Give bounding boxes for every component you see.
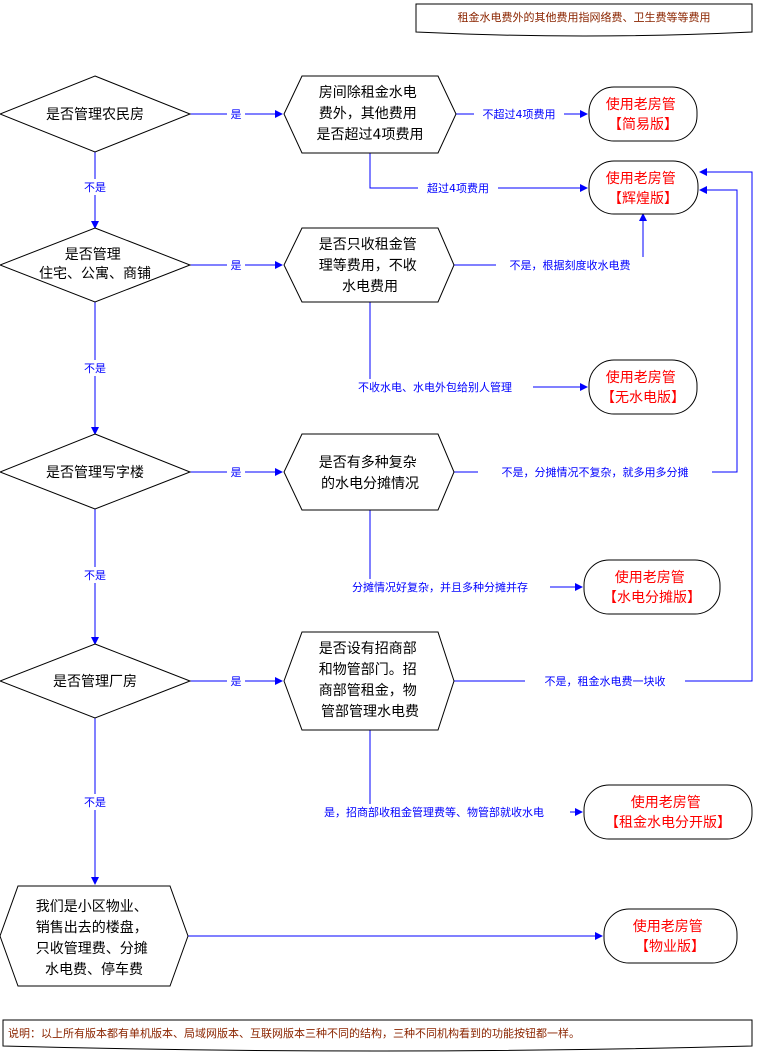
decision-residential: 是否管理 住宅、公寓、商铺 <box>0 227 192 303</box>
result-split-edition: 使用老房管 【水电分摊版】 <box>583 559 721 615</box>
result-no-water-edition: 使用老房管 【无水电版】 <box>588 359 698 415</box>
result-brilliant-edition-text: 使用老房管 【辉煌版】 <box>606 170 680 207</box>
edge-label-separate: 是，招商部收租金管理费等、物管部就收水电 <box>298 804 570 820</box>
result-separate-edition: 使用老房管 【租金水电分开版】 <box>583 784 753 840</box>
question-fees-over-4: 房间除租金水电 费外，其他费用 是否超过4项费用 <box>283 75 457 154</box>
question-community-property-text: 我们是小区物业、 销售出去的楼盘， 只收管理费、分摊 水电费、停车费 <box>36 899 152 978</box>
question-community-property: 我们是小区物业、 销售出去的楼盘， 只收管理费、分摊 水电费、停车费 <box>0 885 189 987</box>
result-separate-edition-text: 使用老房管 【租金水电分开版】 <box>605 794 731 831</box>
edge-label-no-water: 不收水电、水电外包给别人管理 <box>337 379 533 395</box>
edge-label-text: 是 <box>231 466 242 479</box>
edge-label-text: 不是 <box>84 362 106 375</box>
top-note: 租金水电费外的其他费用指网络费、卫生费等等费用 <box>415 3 753 37</box>
edge-label-no-4: 不是 <box>78 794 112 810</box>
edge-q2-nowater <box>369 302 588 391</box>
result-split-edition-text: 使用老房管 【水电分摊版】 <box>603 569 701 606</box>
decision-farmhouse: 是否管理农民房 <box>0 75 192 153</box>
decision-factory: 是否管理厂房 <box>0 643 192 719</box>
edge-q4-separate <box>369 730 583 816</box>
edge-label-over-4: 超过4项费用 <box>418 180 498 196</box>
result-brilliant-edition: 使用老房管 【辉煌版】 <box>588 160 699 215</box>
edge-label-yes-3: 是 <box>227 464 245 480</box>
edge-q3-brilliant <box>454 186 738 473</box>
result-simple-edition-text: 使用老房管 【简易版】 <box>606 96 680 133</box>
result-no-water-edition-text: 使用老房管 【无水电版】 <box>601 369 685 406</box>
result-property-edition-text: 使用老房管 【物业版】 <box>633 918 707 955</box>
top-note-text: 租金水电费外的其他费用指网络费、卫生费等等费用 <box>458 10 711 24</box>
edge-label-text: 不是 <box>84 569 106 582</box>
question-complex-split: 是否有多种复杂 的水电分摊情况 <box>283 433 455 511</box>
edge-label-text: 不是，根据刻度收水电费 <box>510 258 631 272</box>
decision-office: 是否管理写字楼 <box>0 433 192 510</box>
edge-label-text: 不是，租金水电费一块收 <box>545 674 666 688</box>
decision-farmhouse-text: 是否管理农民房 <box>46 107 144 123</box>
decision-residential-text: 是否管理 住宅、公寓、商铺 <box>39 247 151 282</box>
edge-q3-split <box>369 510 583 591</box>
bottom-note: 说明：以上所有版本都有单机版本、局域网版本、互联网版本三种不同的结构，三种不同机… <box>2 1019 753 1052</box>
edge-label-meter: 不是，根据刻度收水电费 <box>496 257 646 273</box>
result-simple-edition: 使用老房管 【简易版】 <box>588 86 698 142</box>
question-departments: 是否设有招商部 和物管部门。招 商部管租金，物 管部管理水电费 <box>283 631 455 731</box>
question-departments-text: 是否设有招商部 和物管部门。招 商部管租金，物 管部管理水电费 <box>319 641 421 720</box>
edge-label-yes-1: 是 <box>227 106 245 122</box>
edge-label-not-complex: 不是，分摊情况不复杂，就多用多分摊 <box>478 464 712 480</box>
edge-label-text: 超过4项费用 <box>427 181 489 195</box>
decision-office-text: 是否管理写字楼 <box>46 465 144 481</box>
edge-label-text: 不是 <box>84 796 106 809</box>
edge-label-not-over-4: 不超过4项费用 <box>474 106 564 122</box>
question-complex-split-text: 是否有多种复杂 的水电分摊情况 <box>319 454 421 492</box>
edge-q1-brilliant <box>369 153 588 192</box>
edge-label-text: 不收水电、水电外包给别人管理 <box>358 380 512 394</box>
question-rent-only-text: 是否只收租金管 理等费用，不收 水电费用 <box>319 237 421 295</box>
result-property-edition: 使用老房管 【物业版】 <box>603 908 738 964</box>
edge-label-text: 是 <box>231 259 242 272</box>
edge-label-complex: 分摊情况好复杂，并且多种分摊并存 <box>330 579 550 595</box>
edge-label-together: 不是，租金水电费一块收 <box>525 673 685 689</box>
edge-label-yes-2: 是 <box>227 257 245 273</box>
edge-label-no-1: 不是 <box>78 179 112 195</box>
edge-label-text: 不是，分摊情况不复杂，就多用多分摊 <box>502 465 689 479</box>
edge-label-text: 分摊情况好复杂，并且多种分摊并存 <box>352 580 528 594</box>
edge-label-text: 是 <box>231 675 242 688</box>
edge-label-no-2: 不是 <box>78 360 112 376</box>
question-rent-only: 是否只收租金管 理等费用，不收 水电费用 <box>283 227 455 303</box>
edge-label-yes-4: 是 <box>227 673 245 689</box>
edge-label-text: 不是 <box>84 181 106 194</box>
bottom-note-text: 说明：以上所有版本都有单机版本、局域网版本、互联网版本三种不同的结构，三种不同机… <box>8 1026 580 1040</box>
edge-label-text: 是，招商部收租金管理费等、物管部就收水电 <box>324 805 544 819</box>
question-fees-over-4-text: 房间除租金水电 费外，其他费用 是否超过4项费用 <box>317 85 424 143</box>
edge-label-text: 是 <box>231 108 242 121</box>
decision-factory-text: 是否管理厂房 <box>53 674 137 690</box>
edge-label-no-3: 不是 <box>78 567 112 583</box>
edge-label-text: 不超过4项费用 <box>483 107 556 121</box>
